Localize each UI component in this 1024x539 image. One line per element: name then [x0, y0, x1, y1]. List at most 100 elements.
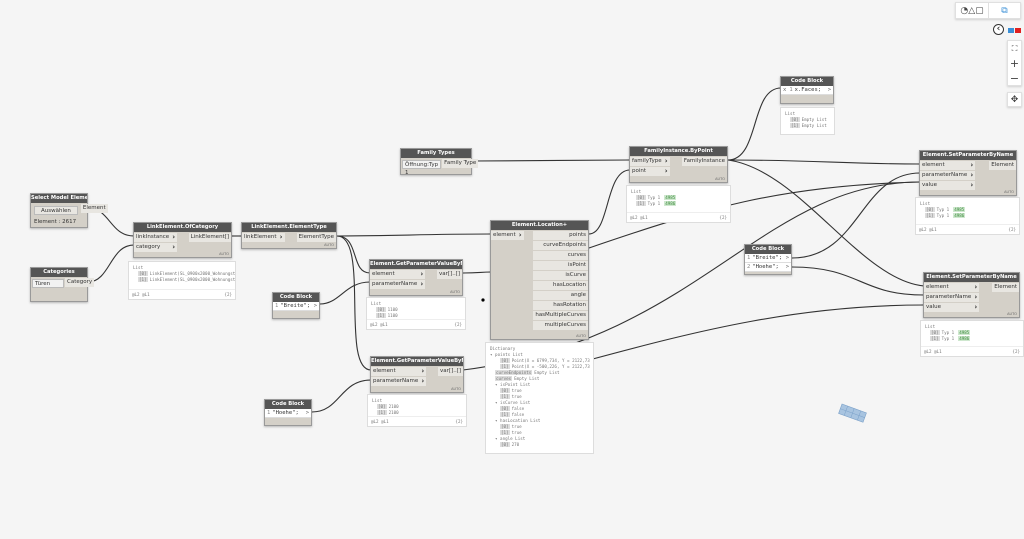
node-select[interactable]: Select Model ElementAuswählenElementElem…	[30, 193, 108, 228]
output-port-multipleCurves[interactable]: multipleCurves	[533, 321, 588, 330]
output-port[interactable]: >	[785, 254, 789, 261]
output-port-var[]..[][interactable]: var[]..[]	[437, 270, 462, 279]
input-port-element[interactable]: element	[491, 231, 524, 240]
zoom-out-button[interactable]: −	[1009, 72, 1020, 85]
type-dropdown[interactable]: Türen	[32, 279, 64, 288]
output-port-curves[interactable]: curves	[533, 251, 588, 260]
output-port-var[]..[][interactable]: var[]..[]	[438, 367, 463, 376]
node-title[interactable]: Element.Location+	[491, 221, 588, 230]
pin-icon[interactable]: {2}	[719, 215, 727, 220]
node-getp1[interactable]: Element.GetParameterValueByNameelementpa…	[369, 259, 463, 296]
code-line[interactable]: 2"Hoehe";>	[745, 263, 791, 272]
output-port[interactable]: >	[827, 86, 831, 93]
input-port-linkElement[interactable]: linkElement	[242, 233, 285, 242]
select-button[interactable]: Auswählen	[34, 206, 78, 215]
node-title[interactable]: Element.SetParameterByName	[920, 151, 1016, 160]
output-port-Element[interactable]: Element	[80, 204, 108, 213]
output-port-isCurve[interactable]: isCurve	[533, 271, 588, 280]
lacing-label[interactable]: AUTO	[1007, 312, 1017, 316]
output-port-Element[interactable]: Element	[992, 283, 1019, 292]
node-eltype[interactable]: LinkElement.ElementTypelinkElementElemen…	[241, 222, 337, 249]
node-title[interactable]: Element.GetParameterValueByName	[370, 260, 462, 269]
pin-icon[interactable]: {2}	[1008, 227, 1016, 232]
output-port-LinkElement[][interactable]: LinkElement[]	[188, 233, 231, 242]
lacing-label[interactable]: AUTO	[1004, 190, 1014, 194]
node-title[interactable]: Code Block	[745, 245, 791, 254]
lacing-label[interactable]: AUTO	[451, 387, 461, 391]
pin-icon[interactable]: {2}	[455, 419, 463, 424]
zoom-in-button[interactable]: +	[1009, 57, 1020, 70]
output-port-FamilyInstance[interactable]: FamilyInstance	[681, 157, 727, 166]
output-port[interactable]: >	[785, 263, 789, 270]
node-loc[interactable]: Element.Location+elementpointscurveEndpo…	[490, 220, 589, 340]
output-port-points[interactable]: points	[533, 231, 588, 240]
node-setp2[interactable]: Element.SetParameterByNameelementparamet…	[923, 272, 1020, 318]
lacing-label[interactable]: AUTO	[576, 334, 586, 338]
input-port-linkInstance[interactable]: linkInstance	[134, 233, 178, 242]
zoom-fit-button[interactable]: ⛶	[1011, 44, 1018, 53]
output-port-hasRotation[interactable]: hasRotation	[533, 301, 588, 310]
input-port-element[interactable]: element	[924, 283, 980, 292]
input-port[interactable]: x	[783, 86, 787, 93]
node-title[interactable]: Code Block	[781, 77, 833, 86]
code-line[interactable]: 1"Breite";>	[273, 302, 319, 311]
element-id-badge[interactable]: 4986	[953, 213, 966, 218]
element-id-badge[interactable]: 4985	[953, 207, 966, 212]
back-button[interactable]: ‹	[993, 24, 1004, 35]
node-getp2[interactable]: Element.GetParameterValueByNameelementpa…	[370, 356, 464, 393]
input-port-value[interactable]: value	[920, 181, 976, 190]
element-id-badge[interactable]: 4985	[664, 195, 677, 200]
node-title[interactable]: Code Block	[265, 400, 311, 409]
lacing-label[interactable]: AUTO	[219, 252, 229, 256]
node-title[interactable]: Element.SetParameterByName	[924, 273, 1019, 282]
lacing-label[interactable]: AUTO	[450, 290, 460, 294]
input-port-point[interactable]: point	[630, 167, 670, 176]
geometry-view-button[interactable]: ◔△▢	[960, 6, 984, 16]
input-port-parameterName[interactable]: parameterName	[924, 293, 980, 302]
output-port-angle[interactable]: angle	[533, 291, 588, 300]
node-title[interactable]: Categories	[31, 268, 87, 277]
lacing-label[interactable]: AUTO	[715, 177, 725, 181]
element-id-badge[interactable]: 4985	[958, 330, 971, 335]
code-text[interactable]: "Breite";	[280, 302, 311, 309]
output-port[interactable]: >	[313, 302, 317, 309]
node-setp1[interactable]: Element.SetParameterByNameelementparamet…	[919, 150, 1017, 196]
input-port-familyType[interactable]: familyType	[630, 157, 670, 166]
code-line[interactable]: 1"Hoehe";>	[265, 409, 311, 418]
code-text[interactable]: "Hoehe";	[272, 409, 299, 416]
node-ofcat[interactable]: LinkElement.OfCategorylinkInstancecatego…	[133, 222, 232, 258]
element-id-badge[interactable]: 4986	[664, 201, 677, 206]
node-title[interactable]: Code Block	[273, 293, 319, 302]
node-title[interactable]: Select Model Element	[31, 194, 87, 203]
code-line[interactable]: 1"Breite";>	[745, 254, 791, 263]
lacing-label[interactable]: AUTO	[324, 243, 334, 247]
node-title[interactable]: Element.GetParameterValueByName	[371, 357, 463, 366]
graph-view-button[interactable]: ⧉	[988, 3, 1020, 18]
output-port-hasMultipleCurves[interactable]: hasMultipleCurves	[533, 311, 588, 320]
type-dropdown[interactable]: Öffnung:Typ 1	[402, 160, 442, 176]
output-port-ElementType[interactable]: ElementType	[296, 233, 336, 242]
input-port-element[interactable]: element	[920, 161, 976, 170]
output-port-Family Type[interactable]: Family Type	[442, 159, 479, 168]
input-port-parameterName[interactable]: parameterName	[371, 377, 427, 386]
pin-icon[interactable]: {2}	[454, 322, 462, 327]
output-port-Element[interactable]: Element	[989, 161, 1016, 170]
node-title[interactable]: Family Types	[401, 149, 471, 158]
input-port-category[interactable]: category	[134, 243, 178, 252]
output-port[interactable]: >	[305, 409, 309, 416]
node-title[interactable]: LinkElement.OfCategory	[134, 223, 231, 232]
input-port-parameterName[interactable]: parameterName	[370, 280, 426, 289]
input-port-parameterName[interactable]: parameterName	[920, 171, 976, 180]
pan-button[interactable]: ✥	[1007, 92, 1022, 107]
element-id-badge[interactable]: 4986	[958, 336, 971, 341]
output-port-hasLocation[interactable]: hasLocation	[533, 281, 588, 290]
code-text[interactable]: "Hoehe";	[752, 263, 779, 270]
code-text[interactable]: x.Faces;	[794, 86, 822, 93]
